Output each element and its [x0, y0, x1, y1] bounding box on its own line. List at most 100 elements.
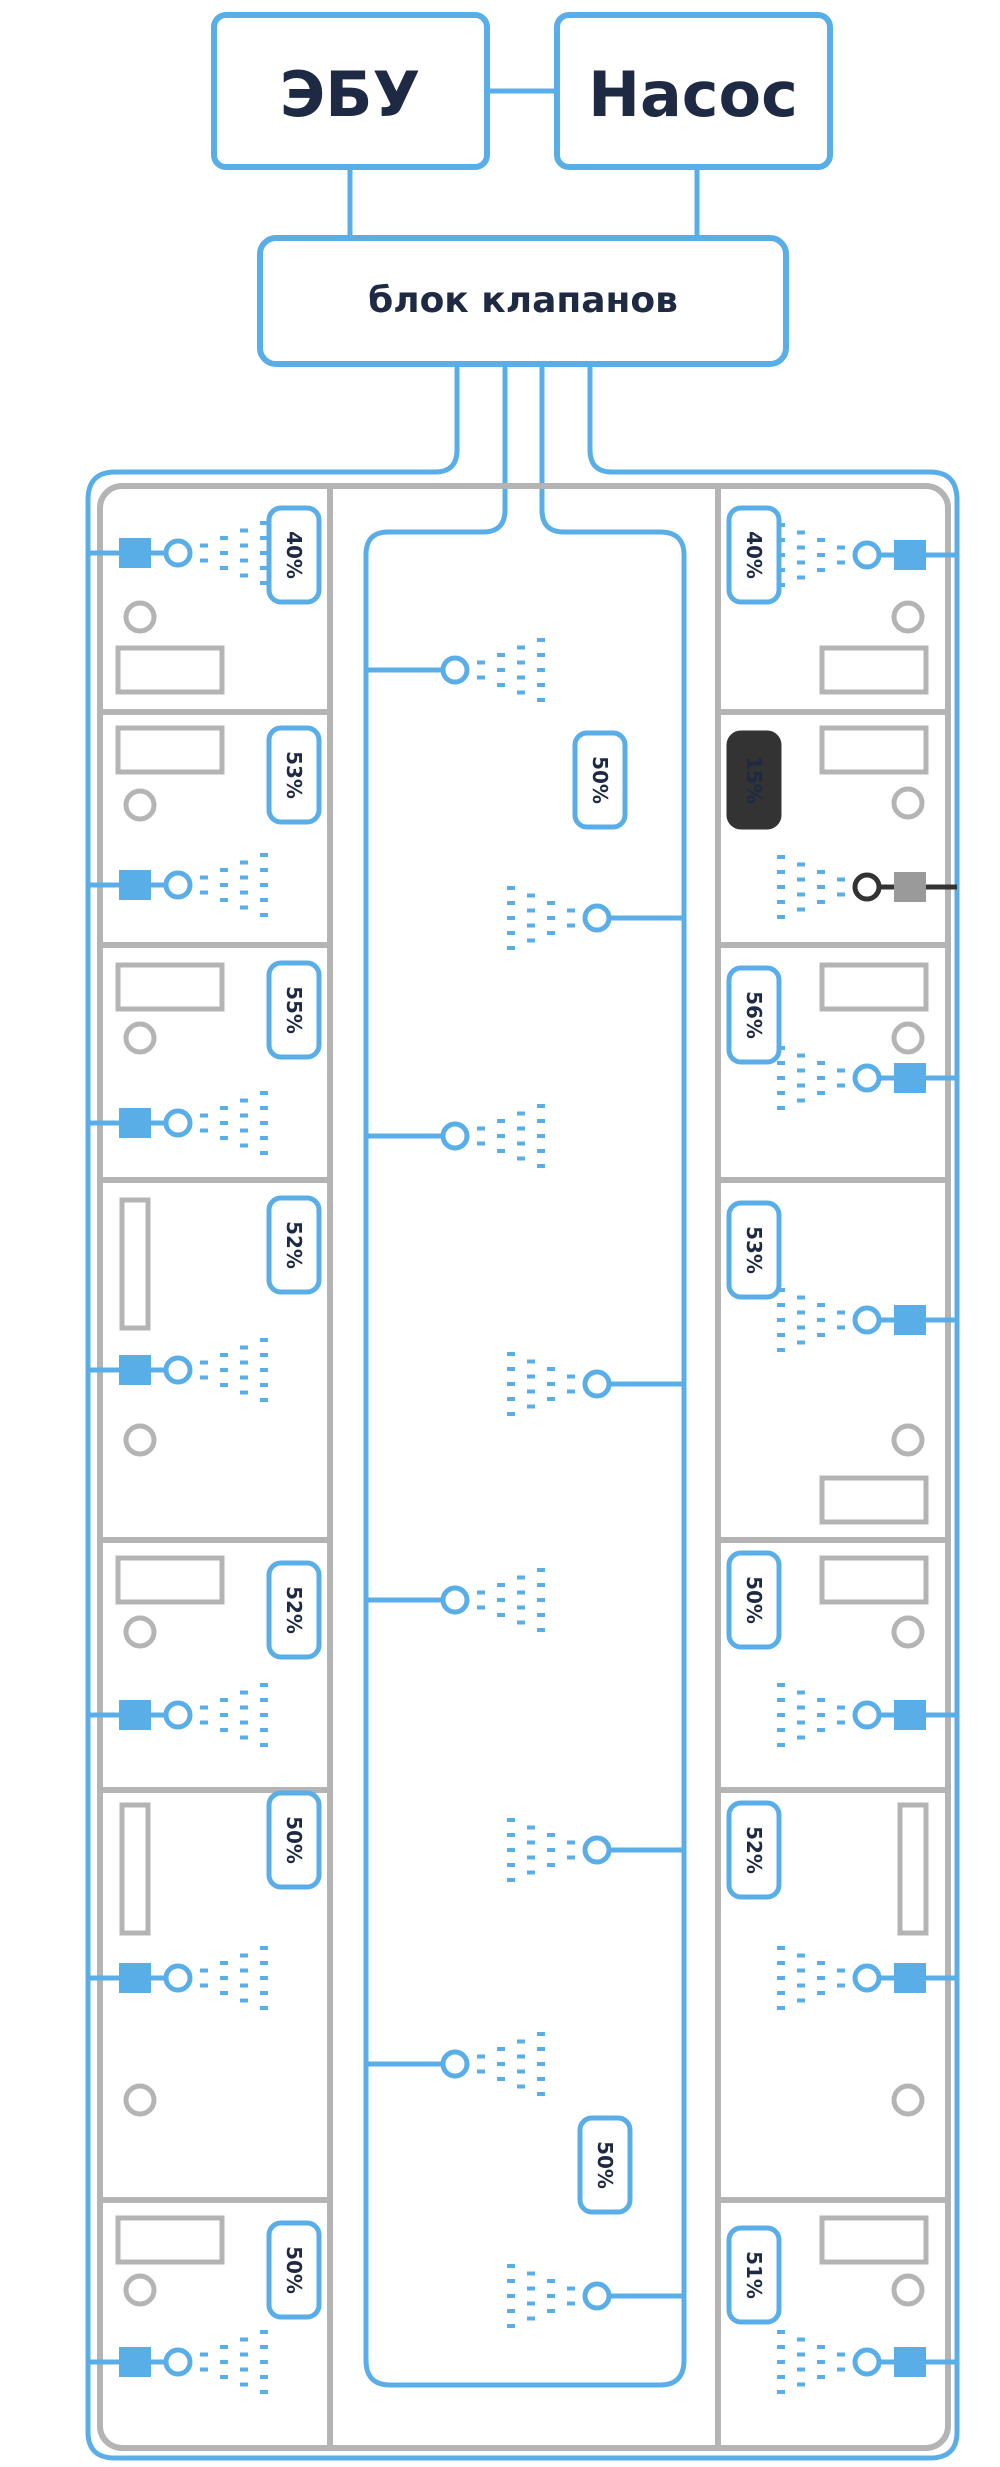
- zone-percent-badge: 15%: [726, 730, 782, 830]
- zone-percent-label: 55%: [282, 986, 306, 1034]
- sprinkler-head-icon[interactable]: [440, 1585, 470, 1615]
- zone-l-4[interactable]: 52%: [88, 1177, 330, 1457]
- center-sprinkler-7[interactable]: [366, 2032, 545, 2096]
- sprinkler-head-icon[interactable]: [440, 2049, 470, 2079]
- window-outline: [115, 2215, 225, 2265]
- window-outline: [119, 1802, 151, 1936]
- sprinkler-head-icon[interactable]: [163, 1108, 193, 1138]
- sprinkler-head-icon[interactable]: [852, 1063, 882, 1093]
- valve-icon[interactable]: [119, 538, 151, 568]
- socket-outline: [891, 600, 925, 634]
- window-outline: [897, 1802, 929, 1936]
- center-sprinkler-6[interactable]: [507, 1818, 684, 1882]
- sprinkler-head-icon[interactable]: [440, 1121, 470, 1151]
- sprinkler-head-icon[interactable]: [163, 2347, 193, 2377]
- sprinkler-head-icon[interactable]: [163, 1963, 193, 1993]
- window-outline: [819, 2215, 929, 2265]
- sprinkler-head-icon[interactable]: [852, 2347, 882, 2377]
- socket-outline: [123, 788, 157, 822]
- valve-icon[interactable]: [119, 870, 151, 900]
- zone-percent-label: 53%: [282, 751, 306, 799]
- valve-icon[interactable]: [119, 2347, 151, 2377]
- sprinkler-head-icon[interactable]: [582, 1369, 612, 1399]
- spray-pattern-icon: [777, 855, 845, 919]
- sprinkler-head-icon[interactable]: [852, 1700, 882, 1730]
- center-zone-column: 50% 50%: [366, 638, 684, 2328]
- socket-outline: [891, 1615, 925, 1649]
- valve-icon[interactable]: [119, 1700, 151, 1730]
- zone-percent-badge: 53%: [266, 725, 322, 825]
- zone-percent-label: 15%: [742, 756, 766, 804]
- center-sprinkler-1[interactable]: [366, 638, 545, 702]
- sprinkler-head-icon[interactable]: [852, 1305, 882, 1335]
- window-outline: [819, 962, 929, 1012]
- sprinkler-head-icon[interactable]: [852, 540, 882, 570]
- zone-l-6[interactable]: 50%: [88, 1787, 330, 2117]
- spray-pattern-icon: [507, 1352, 575, 1416]
- zone-r-2[interactable]: 15%: [718, 709, 957, 919]
- zone-percent-label: 50%: [282, 2246, 306, 2294]
- sprinkler-head-icon[interactable]: [582, 2281, 612, 2311]
- spray-pattern-icon: [777, 1046, 845, 1110]
- header-boxes: ЭБУ Насос блок клапанов: [211, 12, 833, 367]
- structure-frame: [97, 483, 951, 2451]
- sprinkler-head-icon[interactable]: [163, 538, 193, 568]
- zone-l-5[interactable]: 52%: [88, 1537, 330, 1747]
- valve-icon[interactable]: [894, 2347, 926, 2377]
- zone-percent-badge: 50%: [572, 730, 628, 830]
- zone-r-7[interactable]: 51%: [718, 2197, 957, 2394]
- center-sprinkler-2[interactable]: [507, 886, 684, 950]
- valve-icon[interactable]: [894, 540, 926, 570]
- zone-l-1[interactable]: 40%: [88, 505, 322, 695]
- center-sprinkler-5[interactable]: [366, 1568, 545, 1632]
- zone-r-3[interactable]: 56%: [718, 942, 957, 1110]
- spray-pattern-icon: [200, 1946, 268, 2010]
- sprinkler-head-icon[interactable]: [163, 1700, 193, 1730]
- ecu-box[interactable]: ЭБУ: [211, 12, 490, 170]
- sprinkler-head-icon[interactable]: [852, 872, 882, 902]
- right-zone-column: 40% 15% 56% 53%50% 52% 51%: [718, 505, 957, 2394]
- valve-icon[interactable]: [119, 1108, 151, 1138]
- center-sprinkler-8[interactable]: [507, 2264, 684, 2328]
- valve-icon[interactable]: [119, 1355, 151, 1385]
- sprinkler-head-icon[interactable]: [582, 1835, 612, 1865]
- valve-icon[interactable]: [894, 1063, 926, 1093]
- valve-block-box[interactable]: блок клапанов: [257, 235, 789, 367]
- valve-icon[interactable]: [894, 1963, 926, 1993]
- sprinkler-head-icon[interactable]: [163, 1355, 193, 1385]
- zone-l-7[interactable]: 50%: [88, 2197, 330, 2394]
- zone-percent-label: 50%: [588, 756, 612, 804]
- valve-icon[interactable]: [894, 1700, 926, 1730]
- sprinkler-head-icon[interactable]: [852, 1963, 882, 1993]
- sprinkler-head-icon[interactable]: [163, 870, 193, 900]
- center-bay: [327, 483, 721, 2451]
- zone-r-4[interactable]: 53%: [718, 1177, 957, 1525]
- socket-outline: [123, 600, 157, 634]
- spray-pattern-icon: [200, 1091, 268, 1155]
- zone-r-1[interactable]: 40%: [726, 505, 957, 695]
- window-outline: [119, 1197, 151, 1331]
- valve-icon[interactable]: [119, 1963, 151, 1993]
- zone-l-2[interactable]: 53%: [88, 709, 330, 917]
- pump-box[interactable]: Насос: [554, 12, 833, 170]
- zone-r-5[interactable]: 50%: [718, 1537, 957, 1747]
- zone-percent-badge: 50%: [577, 2115, 633, 2215]
- valve-block-label: блок клапанов: [368, 280, 678, 321]
- socket-outline: [123, 1615, 157, 1649]
- valve-icon[interactable]: [894, 1305, 926, 1335]
- center-sprinkler-3[interactable]: [366, 1104, 545, 1168]
- left-zone-column: 40% 53% 55% 52% 52% 50% 50%: [88, 505, 330, 2394]
- sprinkler-head-icon[interactable]: [440, 655, 470, 685]
- window-outline: [819, 645, 929, 695]
- center-sprinkler-4[interactable]: [507, 1352, 684, 1416]
- spray-pattern-icon: [777, 1946, 845, 2010]
- spray-pattern-icon: [200, 1683, 268, 1747]
- sprinkler-head-icon[interactable]: [582, 903, 612, 933]
- zone-l-3[interactable]: 55%: [88, 942, 330, 1155]
- zone-percent-label: 56%: [742, 991, 766, 1039]
- valve-icon[interactable]: [894, 872, 926, 902]
- zone-percent-label: 51%: [742, 2251, 766, 2299]
- window-outline: [115, 645, 225, 695]
- zone-r-6[interactable]: 52%: [718, 1787, 957, 2117]
